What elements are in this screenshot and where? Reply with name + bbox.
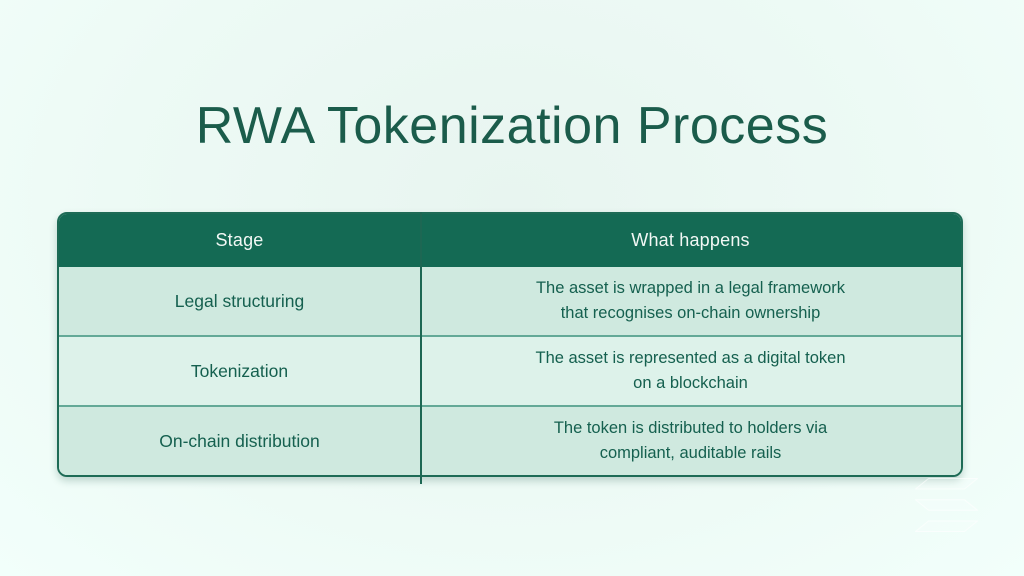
what-happens-cell: The asset is wrapped in a legal framewor… xyxy=(420,267,961,335)
what-happens-line: The token is distributed to holders via xyxy=(553,419,828,437)
what-happens-line: compliant, auditable rails xyxy=(599,444,782,462)
column-header-what-happens: What happens xyxy=(631,230,750,250)
table-row-tokenization: Tokenization The asset is represented as… xyxy=(59,335,961,405)
column-header-stage: Stage xyxy=(215,230,264,250)
solana-logo-icon xyxy=(915,478,978,532)
what-happens-line: on a blockchain xyxy=(633,374,748,392)
table-row-on-chain-distribution: On-chain distribution The token is distr… xyxy=(59,405,961,475)
tokenization-process-table: Stage What happens Legal structuring The… xyxy=(57,212,963,477)
page-title: RWA Tokenization Process xyxy=(195,97,829,155)
what-happens-line: that recognises on-chain ownership xyxy=(560,304,821,322)
what-happens-line: The asset is wrapped in a legal framewor… xyxy=(535,279,846,297)
what-happens-cell: The asset is represented as a digital to… xyxy=(420,337,961,405)
stage-cell: Tokenization xyxy=(190,360,289,381)
stage-cell: On-chain distribution xyxy=(159,430,320,451)
table-row-legal-structuring: Legal structuring The asset is wrapped i… xyxy=(59,267,961,335)
stage-cell: Legal structuring xyxy=(174,290,305,311)
what-happens-cell: The token is distributed to holders via … xyxy=(420,407,961,475)
what-happens-line: The asset is represented as a digital to… xyxy=(535,349,846,367)
table-header-row: Stage What happens xyxy=(59,214,961,267)
table-column-divider xyxy=(420,212,422,484)
